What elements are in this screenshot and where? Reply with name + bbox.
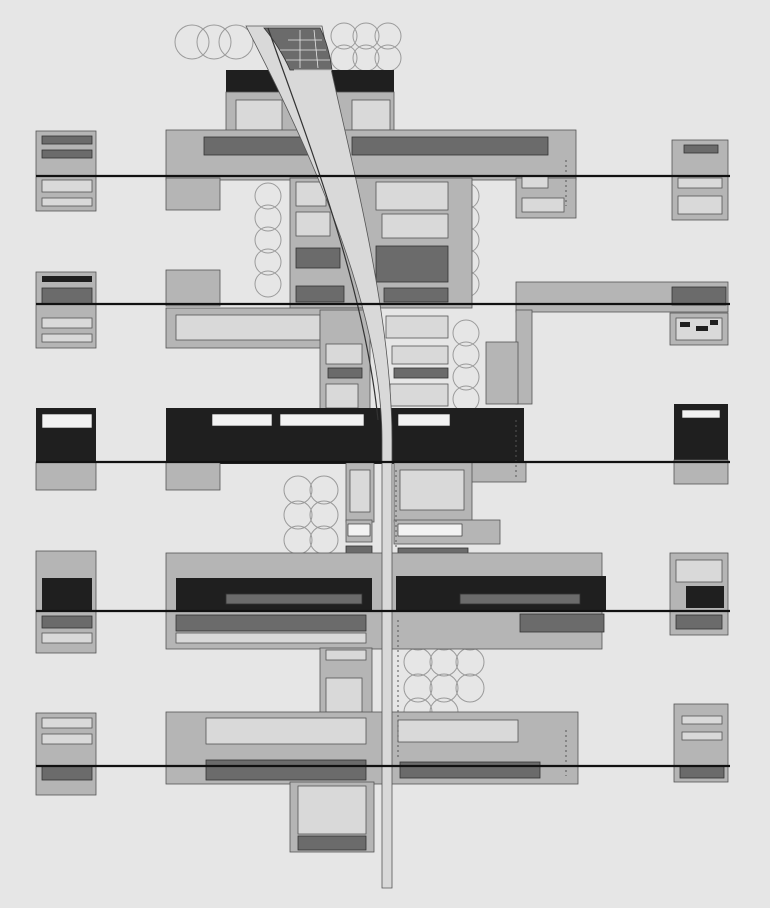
tree-cluster-left-row2 <box>254 182 282 298</box>
section-lines <box>36 174 730 768</box>
tree-cluster-top-left <box>174 24 254 60</box>
tree-cluster-center-row4 <box>283 475 339 555</box>
dashed-edges <box>395 160 567 776</box>
pavilion-left-row-3 <box>35 408 97 491</box>
pavilion-right-row-3 <box>673 404 729 485</box>
pavilion-right-row-4 <box>669 552 729 636</box>
block-row-4 <box>165 461 606 717</box>
pavilion-left-row-2 <box>35 271 97 349</box>
pavilion-right-row-1 <box>671 139 729 221</box>
pavilion-right-row-5 <box>673 703 729 783</box>
pavilion-right-row-2 <box>669 312 729 346</box>
pavilion-left-row-5 <box>35 712 97 796</box>
central-spine <box>245 25 393 889</box>
block-row-3 <box>165 309 527 491</box>
pavilion-left-row-1 <box>35 130 97 212</box>
pavilion-left-row-4 <box>35 550 97 654</box>
